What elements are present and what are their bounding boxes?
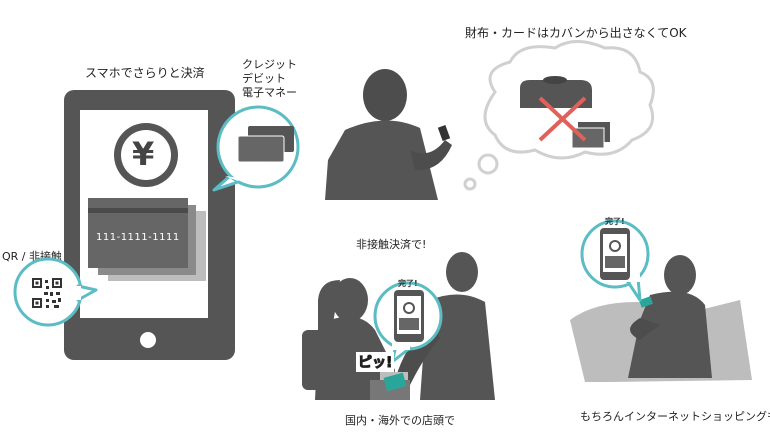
beep-text: ピッ!	[356, 352, 395, 372]
wallet-caption: 財布・カードはカバンから出さなくてOK	[465, 26, 687, 40]
online-done-text: 完了!	[605, 217, 625, 226]
card-types-label: クレジット デビット 電子マネー	[242, 58, 297, 100]
card-type-debit: デビット	[242, 72, 286, 85]
phone-caption: スマホでさらりと決済	[85, 66, 205, 80]
store-caption: 国内・海外での店頭で	[345, 414, 455, 427]
contactless-caption: 非接触決済で!	[356, 238, 427, 251]
store-done-text: 完了!	[398, 279, 418, 288]
card-type-credit: クレジット	[242, 58, 297, 71]
yen-symbol: ¥	[132, 135, 155, 173]
online-caption: もちろんインターネットショッピングも	[580, 410, 770, 423]
card-type-emoney: 電子マネー	[242, 86, 297, 99]
card-number: 111-1111-1111	[96, 232, 180, 243]
